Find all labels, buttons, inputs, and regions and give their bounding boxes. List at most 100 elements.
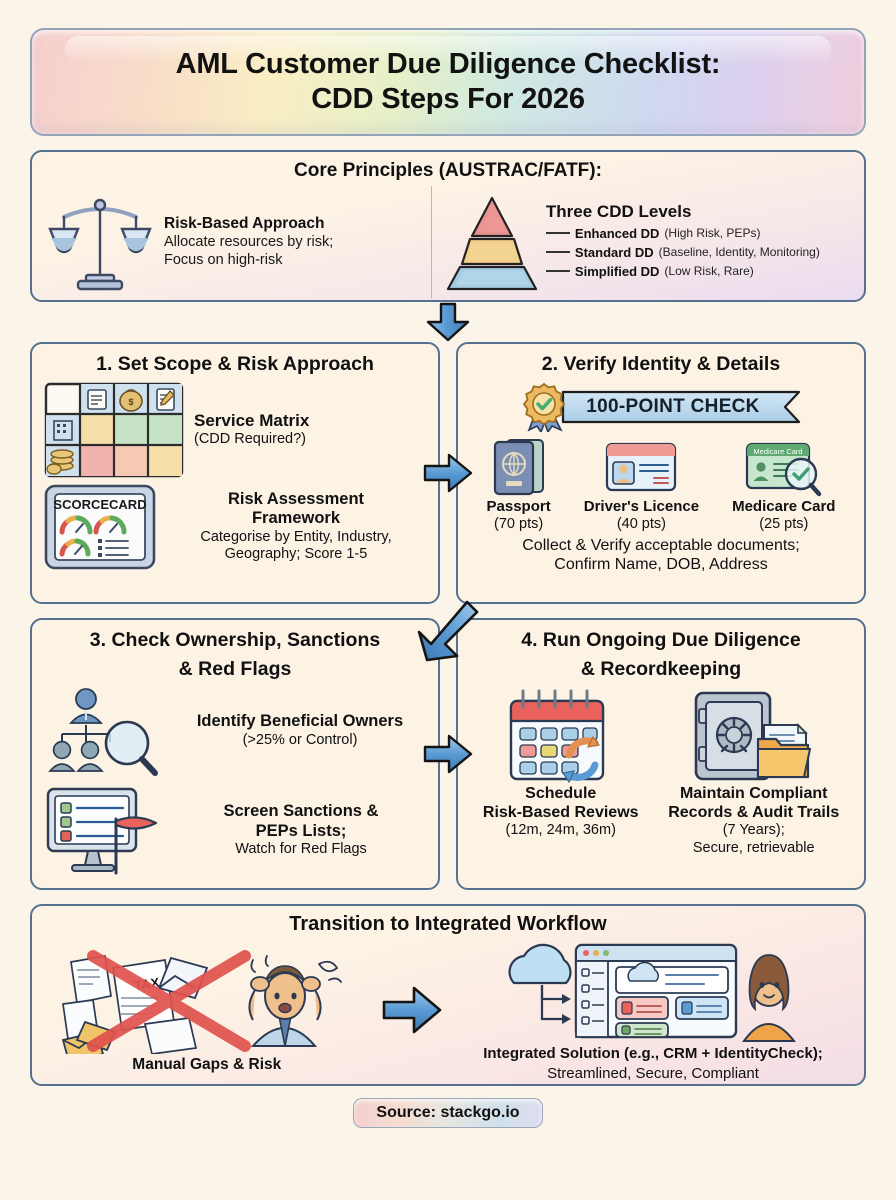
arrow-right-icon [423,733,473,775]
medicare-card-name: Medicare Card [732,497,836,515]
document-item-medicare-card: Medicare Card Medicare Card (25 pts) [732,436,835,533]
page-title-line1: AML Customer Due Diligence Checklist: [175,48,721,81]
drivers-licence-icon [584,436,699,498]
beneficial-owners-sub: (>25% or Control) [242,731,358,748]
service-matrix-title: Service Matrix [194,411,310,431]
service-matrix-sub: (CDD Required?) [194,431,307,448]
step-panel-3: 3. Check Ownership, Sanctions & Red Flag… [30,618,440,890]
three-cdd-levels-heading: Three CDD Levels [545,201,692,221]
integrated-solution-caption-1: Integrated Solution (e.g., CRM + Identit… [483,1045,823,1062]
document-item-passport: Passport (70 pts) [487,436,551,533]
three-cdd-levels-block: Three CDD Levels Enhanced DD (High Risk,… [432,186,850,298]
step-4-title-line1: 4. Run Ongoing Due Diligence [521,629,801,651]
risk-based-approach-title: Risk-Based Approach [164,214,325,232]
hundred-point-banner: 100-POINT CHECK [470,382,852,432]
risk-based-approach-line1: Allocate resources by risk; [164,233,334,250]
beneficial-owners-row: Identify Beneficial Owners (>25% or Cont… [44,685,426,777]
medicare-card-label: Medicare Card [753,447,802,456]
cdd-level-detail: (Baseline, Identity, Monitoring) [658,245,820,259]
service-matrix-row: $ [44,382,426,478]
medicare-card-points: (25 pts) [759,515,809,532]
step-panel-4: 4. Run Ongoing Due Diligence & Recordkee… [456,618,866,890]
risk-assessment-title-2: Framework [251,509,341,528]
schedule-sub: (12m, 24m, 36m) [505,822,616,839]
medicare-card-icon: Medicare Card [732,436,835,498]
beneficial-owners-title: Identify Beneficial Owners [196,712,404,731]
hundred-point-ribbon: 100-POINT CHECK [561,389,801,425]
cdd-level-detail: (Low Risk, Rare) [664,264,754,278]
cloud-dashboard-person-icon [498,937,808,1043]
leader-line-icon [545,232,570,234]
award-check-icon [521,382,567,432]
maintain-title-2: Records & Audit Trails [668,803,840,821]
step-4-title-line2: & Recordkeeping [580,657,742,680]
risk-assessment-sub-1: Categorise by Entity, Industry, [200,528,392,545]
cdd-level-detail: (High Risk, PEPs) [664,226,761,240]
manual-gaps-caption: Manual Gaps & Risk [132,1056,282,1073]
maintain-records-block: Maintain Compliant Records & Audit Trail… [655,687,852,858]
passport-points: (70 pts) [494,515,544,532]
screen-sanctions-row: Screen Sanctions & PEPs Lists; Watch for… [44,785,426,877]
leader-line-icon [545,251,570,253]
leader-line-icon [545,270,570,272]
schedule-reviews-block: Schedule Risk-Based Reviews (12m, 24m, 3… [470,687,651,840]
page-title-line2: CDD Steps For 2026 [311,83,585,115]
svg-text:$: $ [128,397,133,407]
flow-arrow-right-2-container [423,733,473,775]
stressed-person-papers-crossed-icon: TAX [57,946,357,1054]
monitor-red-flag-icon [44,785,166,877]
hundred-point-label: 100-POINT CHECK [586,395,760,417]
step-panel-1: 1. Set Scope & Risk Approach [30,342,440,604]
transition-panel: Transition to Integrated Workflow TAX [30,904,866,1086]
passport-name: Passport [486,497,551,515]
source-badge: Source: stackgo.io [353,1098,543,1128]
flow-arrow-right-1-container [423,452,473,494]
step-3-title-line2: & Red Flags [178,657,292,680]
cdd-level-name: Standard DD [574,244,654,260]
integrated-solution-block: Integrated Solution (e.g., CRM + Identit… [456,937,850,1083]
core-principles-panel: Core Principles (AUSTRAC/FATF): [30,150,866,302]
core-principles-heading: Core Principles (AUSTRAC/FATF): [294,160,602,181]
risk-assessment-title-1: Risk Assessment [227,489,365,508]
arrow-down-icon [424,302,472,342]
integrated-solution-caption-2: Streamlined, Secure, Compliant [547,1065,759,1082]
risk-based-approach-block: Risk-Based Approach Allocate resources b… [46,186,432,298]
title-banner: AML Customer Due Diligence Checklist: CD… [30,28,866,136]
screen-sanctions-sub: Watch for Red Flags [235,841,367,858]
steps-row-2: 3. Check Ownership, Sanctions & Red Flag… [30,600,866,890]
footer: Source: stackgo.io [30,1098,866,1128]
passport-icon [487,436,551,498]
steps-row-1: 1. Set Scope & Risk Approach [30,342,866,604]
schedule-title-1: Schedule [525,784,597,802]
screen-sanctions-title-1: Screen Sanctions & [223,802,379,821]
flow-arrow-diagonal-container [405,596,479,670]
cdd-level-name: Enhanced DD [574,225,660,241]
step-2-footer-line2: Confirm Name, DOB, Address [554,556,768,574]
screen-sanctions-title-2: PEPs Lists; [255,821,347,840]
maintain-sub-1: (7 Years); [722,822,785,839]
calendar-refresh-icon [470,687,651,785]
step-panel-2: 2. Verify Identity & Details [456,342,866,604]
step-3-title-line1: 3. Check Ownership, Sanctions [89,629,381,651]
transition-heading: Transition to Integrated Workflow [289,913,607,935]
safe-folder-icon [655,687,852,785]
cdd-level-row: Simplified DD (Low Risk, Rare) [545,264,820,279]
maintain-title-1: Maintain Compliant [679,784,828,802]
drivers-licence-name: Driver's Licence [583,497,700,515]
flow-arrow-down-container [30,302,866,342]
cdd-level-row: Enhanced DD (High Risk, PEPs) [545,225,820,241]
balance-scale-icon [46,191,154,293]
scorecard-icon: SCORCECARD [44,484,156,570]
org-chart-magnifier-icon [44,685,164,777]
arrow-right-icon [423,452,473,494]
step-2-title: 2. Verify Identity & Details [541,353,781,375]
step-2-footer-line1: Collect & Verify acceptable documents; [522,536,800,554]
document-item-drivers-licence: Driver's Licence (40 pts) [584,436,699,533]
risk-assessment-sub-2: Geography; Score 1-5 [224,546,368,563]
schedule-title-2: Risk-Based Reviews [482,803,639,821]
arrow-down-left-icon [405,596,479,670]
arrow-right-icon [381,985,443,1035]
scorecard-label: SCORCECARD [53,497,146,512]
risk-based-approach-line2: Focus on high-risk [164,252,283,268]
